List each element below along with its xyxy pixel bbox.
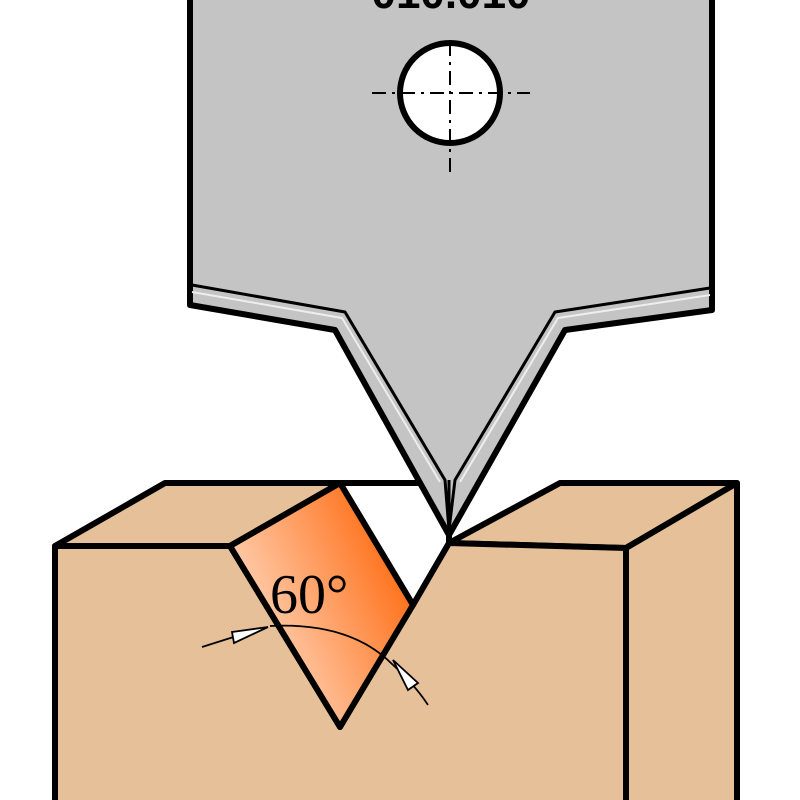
arrow-right-icon <box>392 659 420 692</box>
blade-code-label: 010.010 <box>371 0 530 18</box>
angle-label: 60° <box>270 564 348 626</box>
wood-block <box>52 480 740 800</box>
angle-dimension <box>201 624 429 706</box>
center-lines <box>372 42 530 172</box>
groove-face <box>227 480 416 730</box>
mounting-hole <box>372 40 530 172</box>
arrow-left-icon <box>230 626 269 645</box>
cutter-blade <box>187 0 715 538</box>
